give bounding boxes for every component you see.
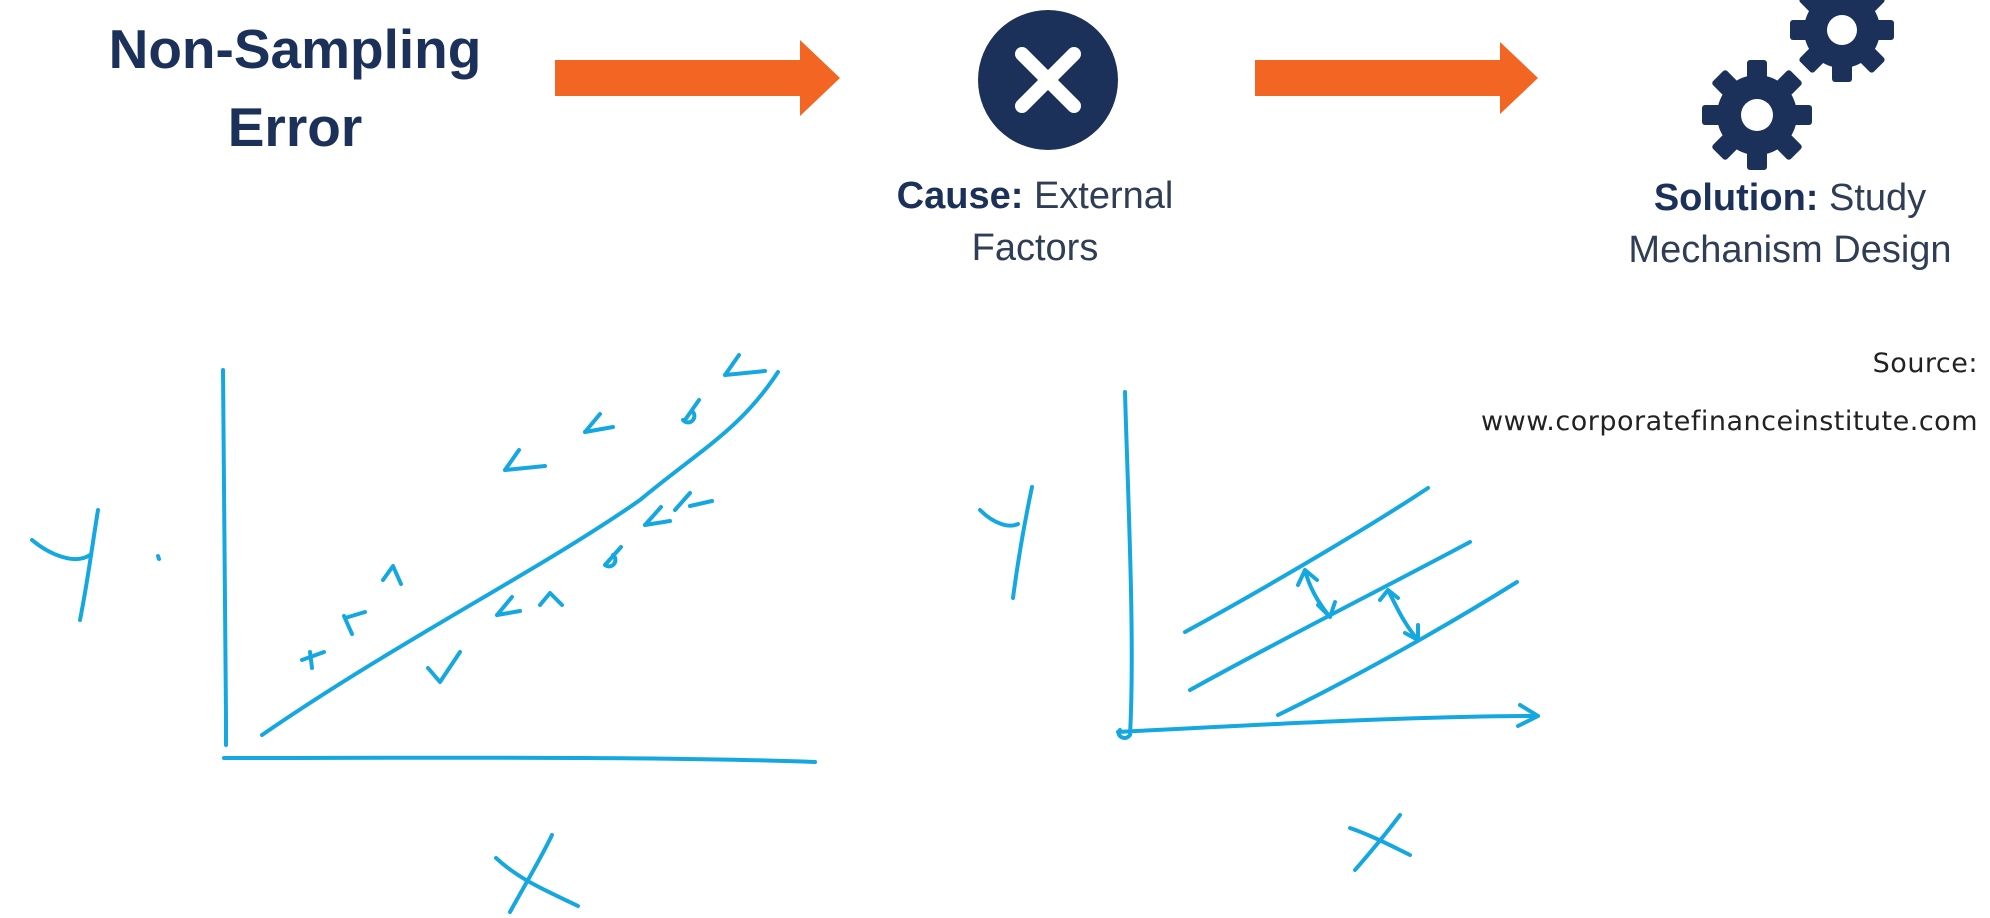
solution-caption: Solution: Study Mechanism Design — [1590, 172, 1990, 276]
cause-caption: Cause: External Factors — [855, 170, 1215, 274]
arrow-to-cause — [555, 40, 840, 116]
right-y-label — [978, 485, 1034, 600]
left-y-label — [30, 508, 100, 622]
left-trend-line — [260, 370, 780, 737]
title-line-1: Non-Sampling — [108, 18, 482, 80]
left-scatter-marks — [300, 353, 767, 684]
left-x-axis — [222, 755, 817, 764]
right-sketch — [978, 390, 1540, 872]
close-icon — [978, 10, 1118, 150]
right-gap-arrow-1 — [1296, 568, 1337, 619]
right-line-bottom — [1276, 580, 1519, 717]
arrow-to-solution — [1255, 42, 1538, 114]
solution-text-line-2: Mechanism Design — [1628, 229, 1952, 271]
solution-text: Study — [1829, 177, 1927, 219]
cause-text-line-2: Factors — [971, 227, 1099, 269]
source-url: www.corporatefinanceinstitute.com — [1481, 406, 1978, 437]
right-line-top — [1183, 486, 1430, 634]
title-line-2: Error — [227, 96, 363, 158]
cause-label: Cause: — [896, 175, 1024, 217]
left-stray-dot — [156, 554, 161, 561]
left-y-axis — [221, 368, 228, 747]
gears-icon — [1702, 0, 1894, 170]
left-sketch — [30, 353, 817, 914]
right-x-axis — [1116, 703, 1540, 734]
diagram-title: Non-Sampling Error — [60, 10, 530, 166]
solution-label: Solution: — [1653, 177, 1819, 219]
right-gap-arrow-2 — [1378, 588, 1420, 642]
source-label: Source: — [1872, 348, 1978, 379]
right-y-axis — [1116, 390, 1134, 740]
right-x-label — [1348, 813, 1412, 872]
cause-text: External — [1033, 175, 1174, 217]
left-x-label — [494, 833, 580, 914]
